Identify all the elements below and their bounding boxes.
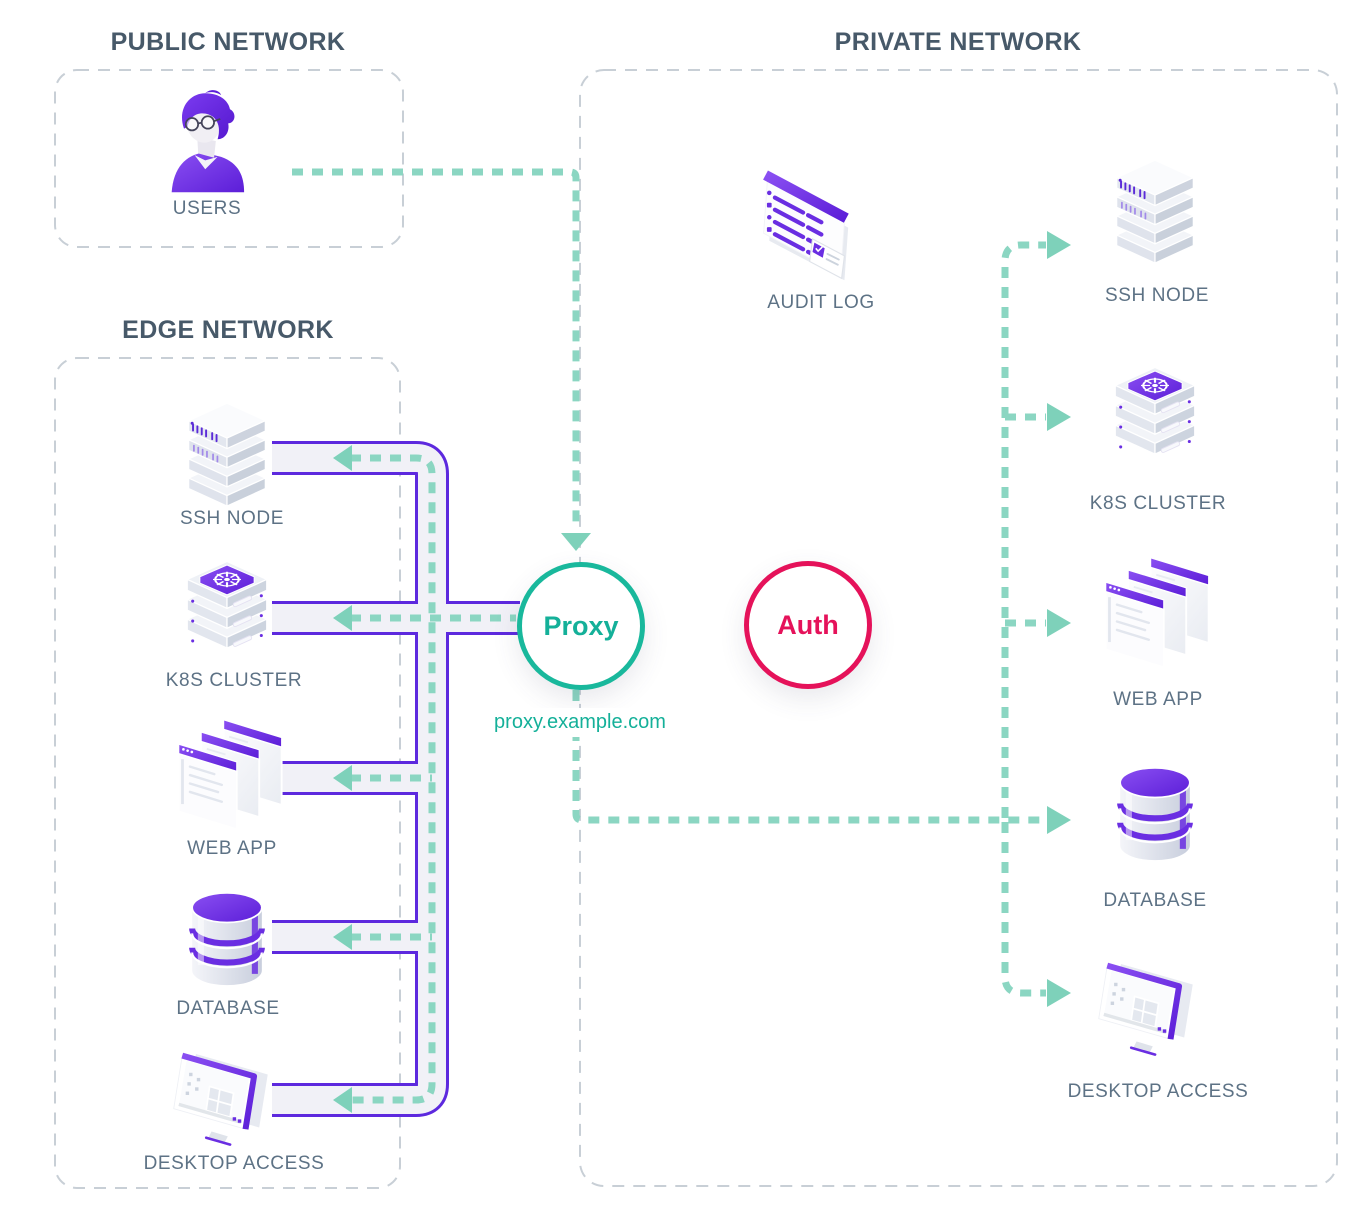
proxy-node: Proxy	[517, 562, 645, 690]
arrow-left-ssh	[333, 445, 352, 471]
private-web-app-label: WEB APP	[1113, 689, 1203, 710]
desktop-monitor-icon	[1084, 952, 1216, 1058]
arrow-left-database	[333, 924, 352, 950]
private-k8s-cluster-label: K8S CLUSTER	[1089, 493, 1227, 514]
kubernetes-cluster-icon	[167, 556, 287, 668]
proxy-to-private-dash	[572, 690, 1046, 824]
arrow-right-ssh	[1047, 231, 1071, 259]
users-to-proxy-dash	[292, 168, 580, 530]
auth-label: Auth	[777, 609, 839, 640]
edge-k8s-cluster-label: K8S CLUSTER	[165, 670, 303, 691]
private-network-title: PRIVATE NETWORK	[834, 28, 1082, 56]
private-spine-up-dash	[1001, 241, 1046, 818]
server-stack-icon	[1095, 155, 1215, 263]
edge-pipe-dash-spine	[350, 454, 436, 1104]
private-spine-down-dash	[1001, 822, 1046, 997]
arrowheads	[333, 231, 1071, 1113]
arrow-right-desktop	[1047, 979, 1071, 1007]
public-network-box	[54, 69, 404, 248]
browser-windows-icon	[167, 718, 299, 834]
edge-network-box	[54, 357, 401, 1189]
arrow-right-webapp	[1047, 609, 1071, 637]
edge-database-label: DATABASE	[176, 998, 280, 1019]
users-label: USERS	[172, 198, 242, 219]
public-network-title: PUBLIC NETWORK	[110, 28, 346, 56]
auth-node: Auth	[744, 561, 872, 689]
private-database-label: DATABASE	[1103, 890, 1207, 911]
private-ssh-node-label: SSH NODE	[1104, 285, 1210, 306]
arrow-left-k8s	[333, 605, 352, 631]
arrow-down-proxy	[561, 533, 591, 551]
user-icon	[151, 88, 263, 194]
arrow-left-desktop	[333, 1087, 352, 1113]
edge-desktop-access-label: DESKTOP ACCESS	[143, 1153, 325, 1174]
desktop-monitor-icon	[159, 1042, 291, 1148]
arrow-right-k8s	[1047, 403, 1071, 431]
private-desktop-access-label: DESKTOP ACCESS	[1067, 1081, 1249, 1102]
edge-network-title: EDGE NETWORK	[122, 316, 334, 344]
arrow-left-webapp	[333, 765, 352, 791]
arrow-right-database	[1047, 806, 1071, 834]
kubernetes-cluster-icon	[1095, 362, 1215, 474]
audit-log-icon	[750, 160, 890, 284]
audit-log-label: AUDIT LOG	[767, 292, 875, 313]
edge-ssh-node-label: SSH NODE	[179, 508, 285, 529]
edge-web-app-label: WEB APP	[187, 838, 277, 859]
server-stack-icon	[167, 398, 287, 506]
database-icon	[1095, 760, 1215, 868]
proxy-label: Proxy	[543, 610, 619, 641]
proxy-domain-text: proxy.example.com	[450, 708, 710, 737]
database-icon	[167, 885, 287, 993]
browser-windows-icon	[1094, 556, 1226, 672]
